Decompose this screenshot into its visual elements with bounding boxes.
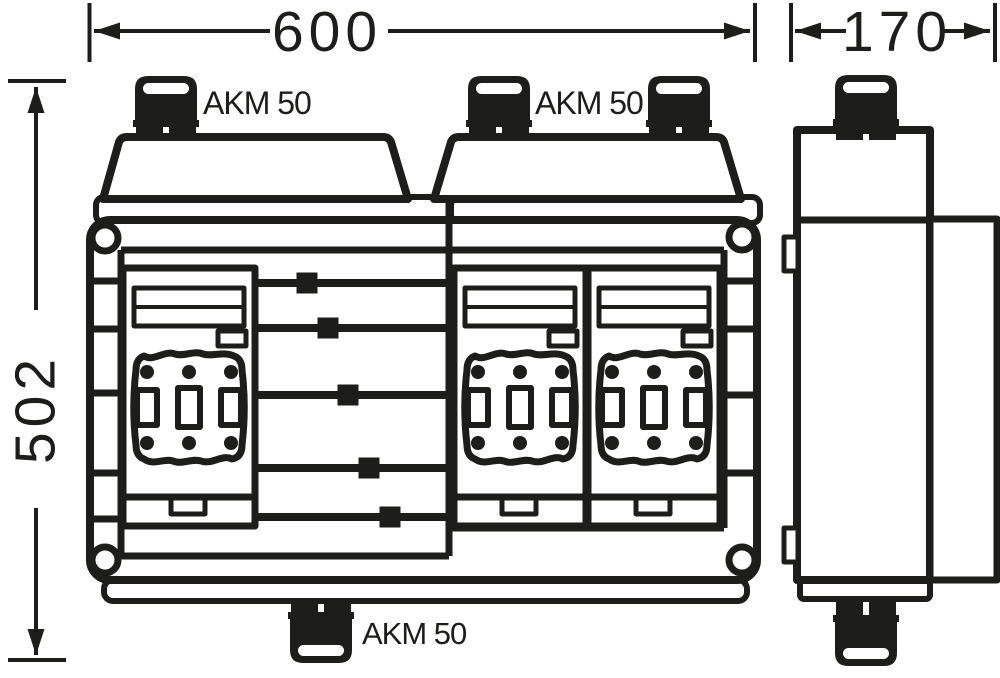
arrow-left-icon	[795, 22, 821, 40]
dim-170-value: 170	[841, 0, 953, 64]
cable-gland-top-right	[645, 75, 713, 142]
side-cover-panel	[926, 215, 1000, 584]
mounting-hole-top-left	[88, 221, 122, 255]
arrow-down-icon	[27, 629, 45, 655]
gland-label-top-right: AKM 50	[535, 85, 644, 121]
mounting-hole-bottom-right	[725, 543, 759, 577]
arrow-right-icon	[724, 22, 750, 40]
cable-gland-top-middle	[465, 75, 533, 142]
dimension-170	[789, 3, 997, 62]
arrow-left-icon	[94, 22, 120, 40]
wall-mount-tab-bottom	[781, 525, 801, 565]
side-body	[793, 126, 934, 584]
mounting-hole-bottom-left	[88, 543, 122, 577]
busbars	[255, 272, 448, 528]
cable-gland-bottom	[287, 597, 355, 664]
fuse-switch-1	[123, 268, 255, 526]
gland-label-top-left: AKM 50	[203, 85, 312, 121]
mounting-holes	[88, 220, 759, 577]
busbar-lug	[296, 272, 318, 294]
dim-600-value: 600	[271, 0, 383, 64]
side-cable-gland-bottom	[832, 600, 900, 667]
dim-502-value: 502	[3, 353, 68, 465]
arrow-right-icon	[964, 22, 990, 40]
fuse-switch-3	[588, 268, 720, 526]
busbar-lug	[337, 384, 359, 406]
lid-left	[99, 133, 412, 203]
gland-label-bottom: AKM 50	[362, 616, 467, 651]
arrow-up-icon	[27, 87, 45, 113]
wall-mount-tab-top	[781, 234, 801, 274]
busbar-lug	[317, 317, 339, 339]
front-view	[86, 75, 763, 664]
lid-right	[430, 133, 745, 203]
fuse-switch-2	[454, 268, 586, 526]
dimension-600	[87, 3, 757, 62]
busbar-lug	[379, 506, 401, 528]
side-view	[781, 74, 1000, 667]
cable-gland-top-left	[132, 75, 200, 142]
dimension-502	[8, 79, 66, 662]
busbar-lug	[358, 457, 380, 479]
mounting-hole-top-right	[725, 220, 759, 254]
